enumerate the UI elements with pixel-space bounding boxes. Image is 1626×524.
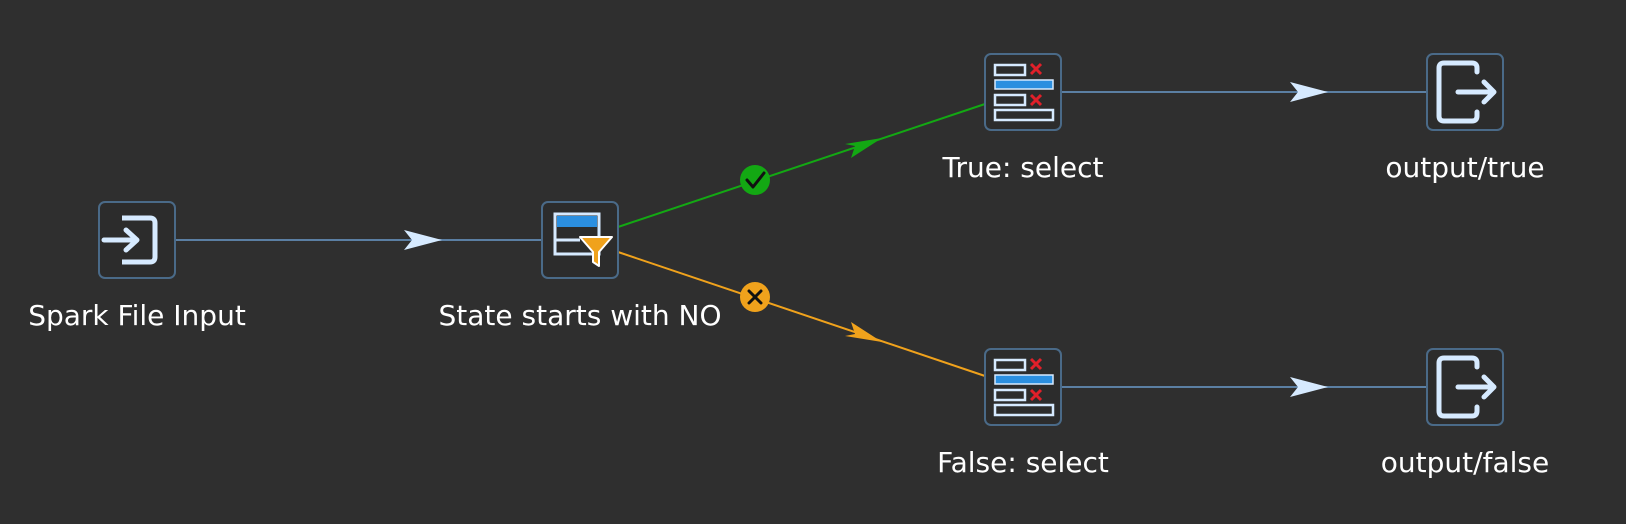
arrow-head <box>1290 377 1328 397</box>
select-values-icon <box>993 357 1055 417</box>
node-label: output/false <box>1381 446 1549 479</box>
cross-badge-icon <box>740 282 770 312</box>
arrow-head <box>845 138 882 158</box>
hop-false-select-to-output-false[interactable] <box>1061 377 1427 397</box>
node-output-true[interactable]: output/true <box>1385 53 1545 184</box>
hop-input-to-filter[interactable] <box>170 230 542 250</box>
edges <box>170 82 1427 397</box>
arrow-head <box>845 322 882 342</box>
hop-filter-to-false-select[interactable] <box>617 251 986 377</box>
node-label: output/true <box>1385 151 1544 184</box>
arrow-head <box>404 230 442 250</box>
hop-filter-to-true-select[interactable] <box>617 103 986 228</box>
node-true-select[interactable]: True: select <box>942 53 1104 184</box>
output-icon <box>1436 355 1497 419</box>
output-icon <box>1436 60 1497 124</box>
select-values-icon <box>993 62 1055 122</box>
check-badge-icon <box>740 165 770 195</box>
node-spark-file-input[interactable]: Spark File Input <box>28 201 246 332</box>
node-state-filter[interactable]: State starts with NO <box>438 201 722 332</box>
node-label: True: select <box>942 151 1104 184</box>
node-false-select[interactable]: False: select <box>937 348 1109 479</box>
spark-file-input-icon <box>101 215 158 265</box>
hop-true-select-to-output-true[interactable] <box>1061 82 1427 102</box>
filter-rows-icon <box>553 212 613 267</box>
node-output-false[interactable]: output/false <box>1381 348 1549 479</box>
node-label: Spark File Input <box>28 299 246 332</box>
arrow-head <box>1290 82 1328 102</box>
node-label: False: select <box>937 446 1109 479</box>
node-label: State starts with NO <box>438 299 721 332</box>
